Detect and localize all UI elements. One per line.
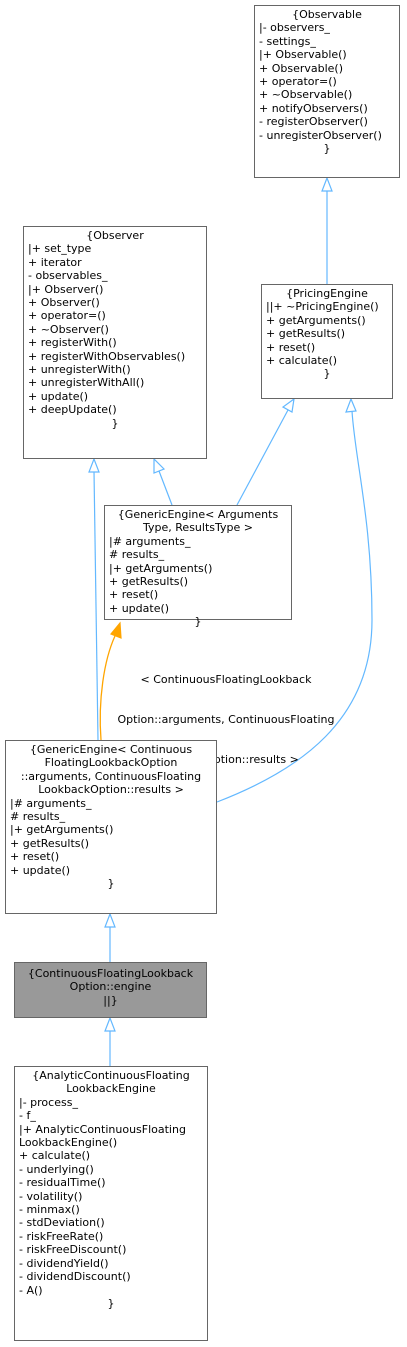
member: + reset() (10, 850, 60, 864)
member: |+ set_type (28, 242, 92, 256)
member: + unregisterWithAll() (28, 376, 145, 390)
member: - stdDeviation() (19, 1216, 105, 1230)
member: |+ getArguments() (109, 561, 213, 575)
member: + Observer() (28, 296, 100, 310)
member: - dividendYield() (19, 1256, 109, 1270)
member: + Observable() (259, 61, 344, 75)
member: |# arguments_ (10, 796, 92, 810)
member: + operator=() (259, 75, 337, 89)
member: + ~Observer() (28, 322, 109, 336)
member: + operator=() (28, 309, 106, 323)
observer-class-node[interactable]: {Observer |+ set_type + iterator - obser… (23, 226, 207, 459)
arrowhead-engine (104, 1016, 116, 1032)
member: + unregisterWith() (28, 363, 131, 377)
template-label-line: Option::arguments, ContinuousFloating (117, 713, 335, 727)
member: + calculate() (266, 354, 338, 368)
closing-brace: } (323, 367, 331, 381)
closing-brace: } (194, 615, 202, 629)
member: |+ getArguments() (10, 823, 114, 837)
member: - A() (19, 1283, 43, 1297)
observable-title: {Observable (292, 8, 362, 21)
member: # results_ (109, 548, 165, 562)
member: + update() (10, 863, 71, 877)
closing-brace: } (111, 416, 119, 430)
member: - underlying() (19, 1162, 94, 1176)
cfl-engine-title-line: Option::engine (69, 980, 152, 994)
member: |# arguments_ (109, 534, 191, 548)
closing-brace: } (107, 1296, 115, 1310)
analytic-engine-title-line: LookbackEngine (66, 1082, 156, 1096)
member: - settings_ (259, 34, 316, 48)
arrowhead-observer-2 (88, 457, 100, 473)
member: + reset() (109, 588, 159, 602)
member: + update() (28, 389, 89, 403)
arrowhead-pricingengine-2 (345, 397, 357, 413)
member: |+ Observable() (259, 48, 347, 62)
genericengine-cfl-title-line: LookbackOption::results > (38, 783, 184, 797)
member: |+ AnalyticContinuousFloating (19, 1122, 186, 1136)
closing-brace: } (323, 142, 331, 156)
member: + registerWithObservables() (28, 349, 186, 363)
member: + update() (109, 601, 170, 615)
genericengine-class-node[interactable]: {GenericEngine< Arguments Type, ResultsT… (104, 505, 292, 628)
arrowhead-genericcfl (104, 912, 116, 928)
member: + reset() (266, 340, 316, 354)
member: |- process_ (19, 1095, 78, 1109)
edge-genericengine-observer (158, 470, 173, 506)
arrowhead-observer-1 (153, 457, 166, 474)
pricingengine-class-node[interactable]: {PricingEngine ||+ ~PricingEngine() + ge… (261, 284, 393, 399)
member: + getResults() (10, 836, 90, 850)
edge-genericengine-pricingengine (236, 409, 289, 506)
member: - riskFreeRate() (19, 1229, 104, 1243)
member: + deepUpdate() (28, 403, 117, 417)
observable-class-node[interactable]: {Observable |- observers_ - settings_ |+… (254, 5, 400, 178)
member: + calculate() (19, 1149, 91, 1163)
member: + registerWith() (28, 336, 117, 350)
member: - residualTime() (19, 1176, 106, 1190)
template-label-line: < ContinuousFloatingLookback (140, 672, 312, 686)
genericengine-cfl-title-line: FloatingLookbackOption (44, 756, 178, 770)
edge-genericcfl-pricingengine (216, 410, 373, 803)
member: + getArguments() (266, 313, 366, 327)
member: - observables_ (28, 269, 108, 283)
member: |+ Observer() (28, 282, 104, 296)
cfl-engine-title-line: ||} (103, 993, 118, 1007)
closing-brace: } (107, 877, 115, 891)
analytic-engine-title-line: {AnalyticContinuousFloating (32, 1069, 190, 1082)
member: + iterator (28, 255, 82, 269)
member: + getResults() (109, 575, 189, 589)
edge-genericcfl-observer (93, 470, 99, 741)
member: ||+ ~PricingEngine() (266, 300, 379, 314)
observer-title: {Observer (86, 229, 144, 242)
genericengine-cfl-class-node[interactable]: {GenericEngine< Continuous FloatingLookb… (5, 740, 217, 914)
genericengine-cfl-title-line: {GenericEngine< Continuous (29, 743, 193, 756)
cfl-engine-class-node[interactable]: {ContinuousFloatingLookback Option::engi… (14, 962, 207, 1018)
cfl-engine-title-line: {ContinuousFloatingLookback (27, 967, 194, 980)
pricingengine-title: {PricingEngine (286, 287, 368, 300)
arrowhead-pricingengine-1 (281, 397, 295, 413)
edge-template-instantiation (99, 635, 116, 741)
genericengine-title-line: {GenericEngine< Arguments (117, 508, 279, 521)
analytic-engine-class-node[interactable]: {AnalyticContinuousFloating LookbackEngi… (14, 1066, 208, 1341)
arrowhead-observable (321, 176, 333, 192)
member: - riskFreeDiscount() (19, 1243, 127, 1257)
genericengine-cfl-title-line: ::arguments, ContinuousFloating (20, 769, 202, 783)
member: - unregisterObserver() (259, 128, 382, 142)
genericengine-title-line: Type, ResultsType > (143, 521, 253, 535)
member: - dividendDiscount() (19, 1270, 131, 1284)
member: # results_ (10, 810, 66, 824)
arrowhead-template (110, 621, 122, 639)
member: - f_ (19, 1109, 36, 1123)
member: + ~Observable() (259, 88, 353, 102)
member: + notifyObservers() (259, 101, 368, 115)
member: LookbackEngine() (19, 1136, 118, 1150)
member: - minmax() (19, 1203, 80, 1217)
member: |- observers_ (259, 21, 330, 35)
member: - volatility() (19, 1189, 83, 1203)
member: - registerObserver() (259, 115, 368, 129)
member: + getResults() (266, 327, 346, 341)
